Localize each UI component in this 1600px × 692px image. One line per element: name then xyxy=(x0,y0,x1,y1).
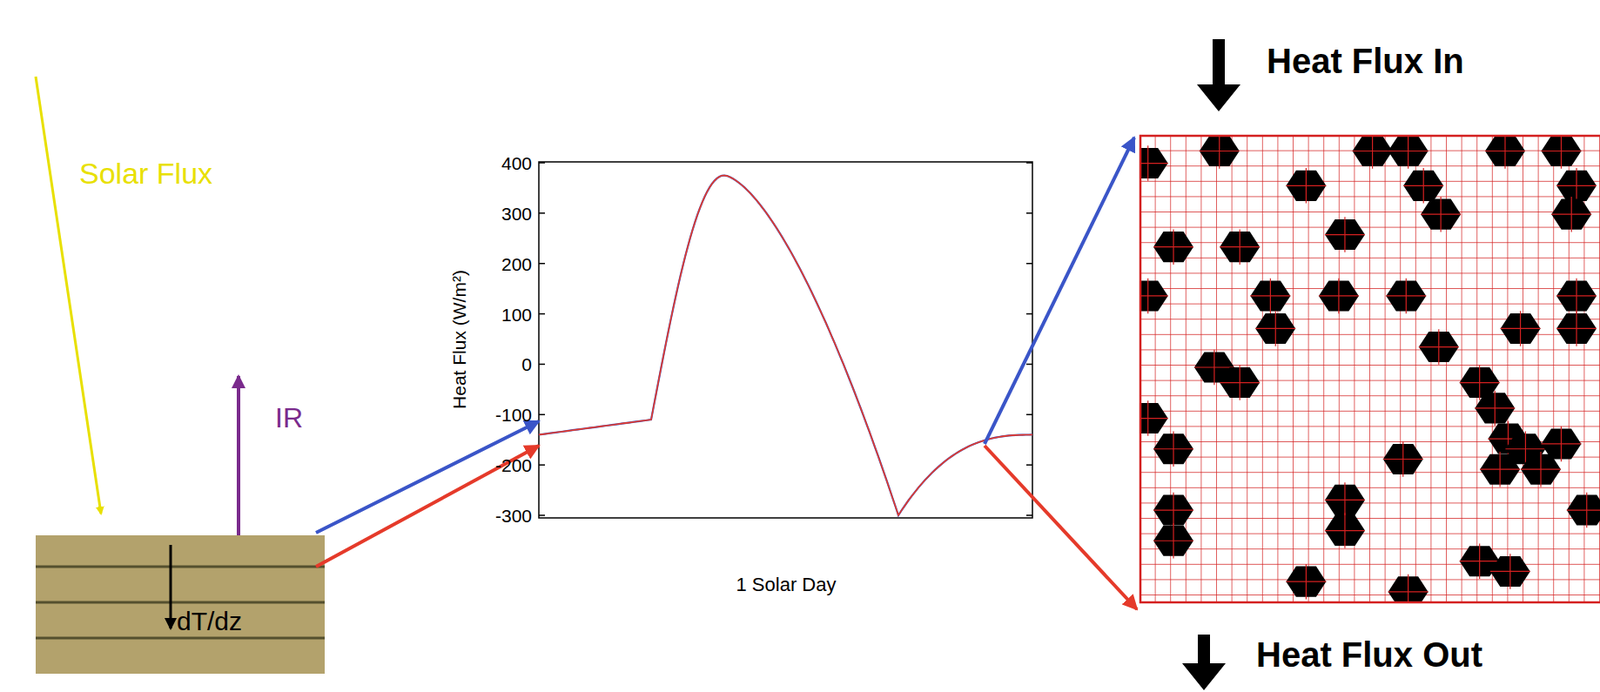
flux-in-label: Heat Flux In xyxy=(1266,43,1465,79)
soil-block xyxy=(35,535,325,674)
red-pointer xyxy=(315,445,539,567)
title-label: Solar Flux xyxy=(79,158,213,189)
solar-arrow xyxy=(35,76,101,514)
flux-out-label: Heat Flux Out xyxy=(1256,637,1483,673)
axis-title: 1 Solar Day xyxy=(736,575,837,595)
blue-pointer xyxy=(984,137,1135,444)
flux-in-arrow xyxy=(1196,39,1241,112)
heat-flux-curve-in xyxy=(538,175,1033,517)
tick-label: 400 xyxy=(501,154,532,173)
tick-label: 0 xyxy=(521,355,532,374)
tick-label: -200 xyxy=(495,456,532,475)
axis-title: Heat Flux (W/m²) xyxy=(450,269,469,410)
gradient-label: dT/dz xyxy=(176,608,243,635)
mesh xyxy=(1140,135,1600,603)
mesh-border xyxy=(1140,135,1600,603)
tick-label: 300 xyxy=(501,203,532,222)
ir-arrow xyxy=(236,376,241,536)
chart-frame xyxy=(538,161,1033,518)
flux-out-arrow xyxy=(1182,634,1226,691)
blue-pointer xyxy=(315,421,539,533)
heat-flux-curve-out xyxy=(538,175,1033,517)
red-pointer xyxy=(984,445,1137,610)
tick-label: -100 xyxy=(495,405,532,424)
soil-layers xyxy=(35,566,325,639)
tick-label: 200 xyxy=(501,254,532,273)
tick-label: -300 xyxy=(495,506,532,525)
tick-label: 100 xyxy=(501,304,532,323)
gradient-arrow xyxy=(169,544,173,629)
axis-ticks xyxy=(538,162,1033,516)
ir-label: IR xyxy=(275,403,303,432)
